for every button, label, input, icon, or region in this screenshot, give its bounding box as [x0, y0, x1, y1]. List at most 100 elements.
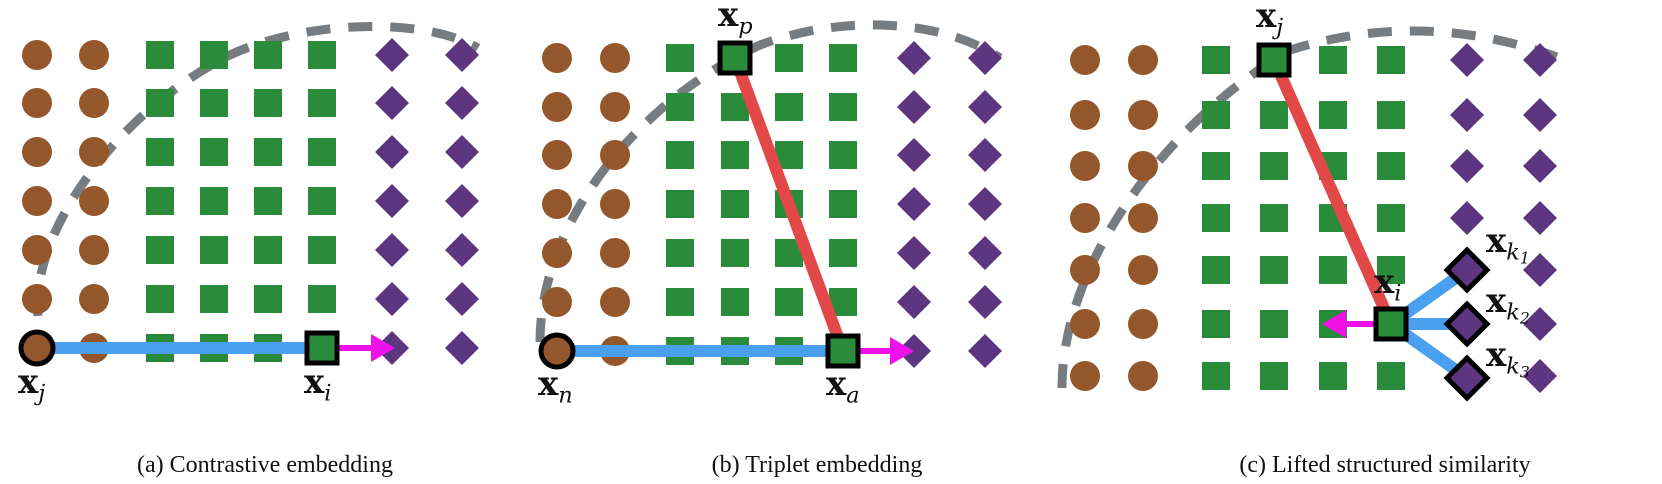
circle-point: [79, 137, 109, 167]
square-point: [1377, 101, 1405, 129]
diamond-point: [968, 334, 1002, 368]
label-xi: xi: [304, 362, 331, 406]
circle-point: [1128, 309, 1158, 339]
diamond-point: [968, 187, 1002, 221]
circle-point: [600, 287, 630, 317]
square-point: [1202, 152, 1230, 180]
square-point: [254, 236, 282, 264]
square-point: [254, 41, 282, 69]
square-point: [254, 285, 282, 313]
diamond-point: [445, 135, 479, 169]
square-point: [775, 288, 803, 316]
square-point: [1260, 204, 1288, 232]
diamond-point: [445, 184, 479, 218]
square-point: [254, 187, 282, 215]
circle-point: [1070, 151, 1100, 181]
circle-point: [600, 238, 630, 268]
diamond-point: [968, 138, 1002, 172]
circle-point: [22, 186, 52, 216]
square-point: [1202, 101, 1230, 129]
square-point: [775, 44, 803, 72]
label-xk2: xk2: [1486, 281, 1530, 328]
square-point: [1202, 256, 1230, 284]
circle-point: [79, 235, 109, 265]
circle-point-highlight: [18, 329, 56, 367]
diamond-point: [897, 236, 931, 270]
circle-point: [22, 235, 52, 265]
diamond-point: [375, 38, 409, 72]
diamond-point: [1523, 149, 1557, 183]
square-point: [1319, 46, 1347, 74]
square-point: [1377, 152, 1405, 180]
circle-point: [79, 40, 109, 70]
diamond-point: [1523, 98, 1557, 132]
square-point: [308, 41, 336, 69]
circle-point: [79, 186, 109, 216]
panel-contrastive: xj xi: [18, 22, 481, 406]
square-point: [1202, 46, 1230, 74]
diamond-point: [897, 41, 931, 75]
square-point: [829, 44, 857, 72]
square-point: [721, 141, 749, 169]
diamond-point-highlight: [1443, 354, 1491, 402]
diamond-point: [375, 282, 409, 316]
diamond-point: [1450, 98, 1484, 132]
circle-point: [79, 284, 109, 314]
label-xn: xn: [538, 364, 573, 408]
diamond-point-highlight: [1443, 246, 1491, 294]
positive-pair-edge: [1268, 57, 1397, 327]
square-point: [254, 138, 282, 166]
square-point-highlight: [1373, 306, 1409, 342]
diamond-point: [968, 236, 1002, 270]
label-xj: xj: [1256, 0, 1283, 40]
square-point: [666, 239, 694, 267]
square-point: [308, 138, 336, 166]
diamond-point: [1450, 201, 1484, 235]
circle-point: [1128, 151, 1158, 181]
label-xk3: xk3: [1486, 335, 1530, 382]
square-point: [200, 236, 228, 264]
circle-point: [22, 40, 52, 70]
square-point: [146, 236, 174, 264]
diamond-point: [1523, 201, 1557, 235]
diamond-point: [375, 86, 409, 120]
square-point-highlight: [717, 40, 753, 76]
panel-triplet: xp xn xa: [535, 0, 1003, 408]
label-xj: xj: [18, 362, 45, 406]
square-point: [666, 44, 694, 72]
square-point: [308, 285, 336, 313]
square-point: [1260, 152, 1288, 180]
circle-point: [1070, 255, 1100, 285]
square-point: [1377, 46, 1405, 74]
circle-point: [600, 92, 630, 122]
square-point: [829, 239, 857, 267]
diamond-point: [445, 282, 479, 316]
square-point: [146, 138, 174, 166]
label-xp: xp: [718, 0, 753, 39]
square-point: [308, 89, 336, 117]
circle-point: [542, 43, 572, 73]
label-xi: xi: [1374, 262, 1401, 306]
diamond-point: [375, 135, 409, 169]
diamond-point: [445, 233, 479, 267]
square-point-highlight: [1256, 42, 1292, 78]
diamond-point: [968, 41, 1002, 75]
circle-point: [600, 43, 630, 73]
square-point: [666, 141, 694, 169]
diamond-point: [1523, 307, 1557, 341]
square-point: [721, 190, 749, 218]
square-point: [1377, 204, 1405, 232]
diamond-point-highlight: [1443, 300, 1491, 348]
square-point: [1319, 362, 1347, 390]
circle-point: [22, 88, 52, 118]
square-point: [200, 41, 228, 69]
square-point: [1377, 362, 1405, 390]
diamond-point: [375, 184, 409, 218]
label-xa: xa: [826, 364, 860, 408]
circle-point: [1070, 45, 1100, 75]
gradient-arrow-head: [890, 337, 914, 365]
square-point: [1319, 101, 1347, 129]
circle-point: [22, 137, 52, 167]
